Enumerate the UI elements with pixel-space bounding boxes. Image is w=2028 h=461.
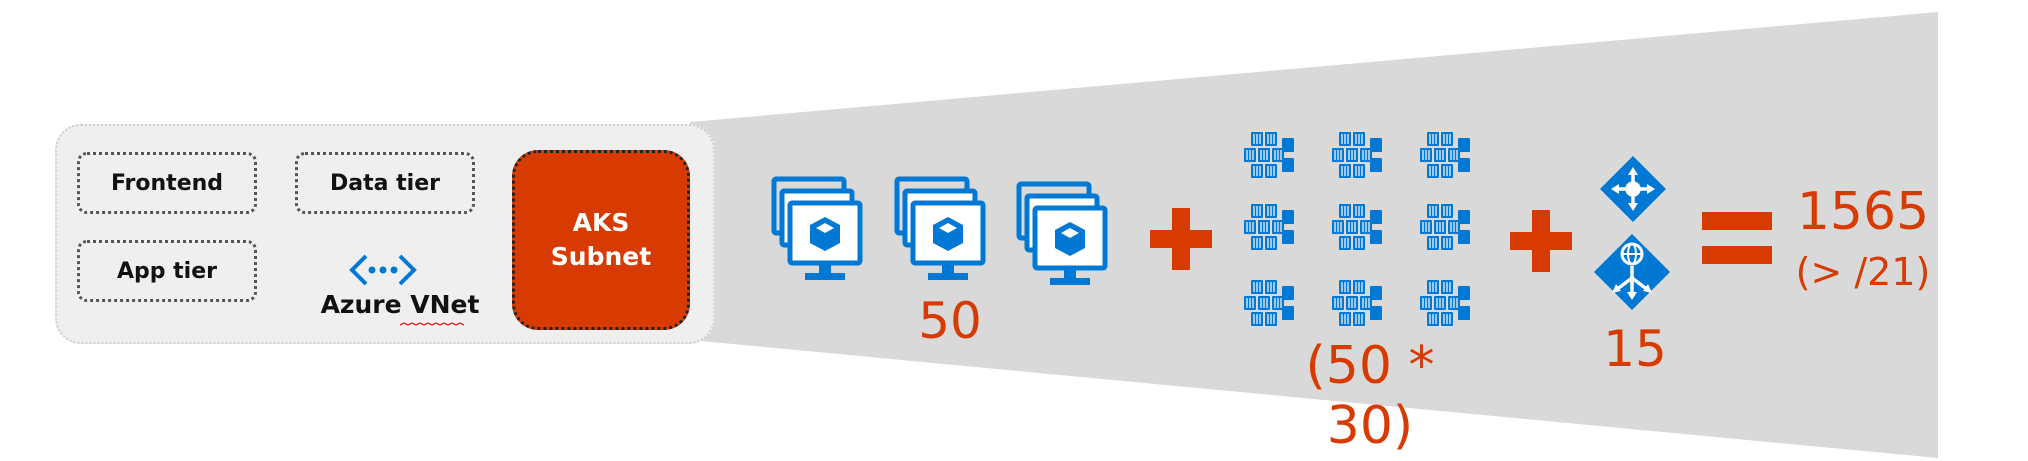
vnet-label: Azure VNet	[320, 290, 480, 319]
load-balancer-count: 15	[1603, 320, 1667, 378]
plus-icon	[1510, 210, 1572, 272]
data-tier: Data tier	[295, 152, 475, 214]
pods-grid	[1244, 132, 1471, 327]
subnet-size-label: (> /21)	[1795, 250, 1931, 294]
load-balancer-icon	[1600, 156, 1666, 222]
aks-subnet-box: AKS Subnet	[512, 150, 690, 330]
virtual-network-icon	[349, 254, 417, 286]
app-tier: App tier	[77, 240, 257, 302]
frontend-tier: Frontend	[77, 152, 257, 214]
spellcheck-underline	[400, 322, 465, 326]
total-ip-count: 1565	[1796, 182, 1930, 242]
vm-stack-icon	[894, 176, 986, 280]
nodes-count: 50	[918, 292, 982, 350]
pods-count: (50 * 30)	[1305, 336, 1435, 456]
plus-icon	[1150, 208, 1212, 270]
equals-icon	[1702, 212, 1772, 264]
vm-stack-icon	[1016, 181, 1108, 285]
vm-stack-icon	[771, 176, 863, 280]
public-load-balancer-icon	[1594, 234, 1670, 310]
